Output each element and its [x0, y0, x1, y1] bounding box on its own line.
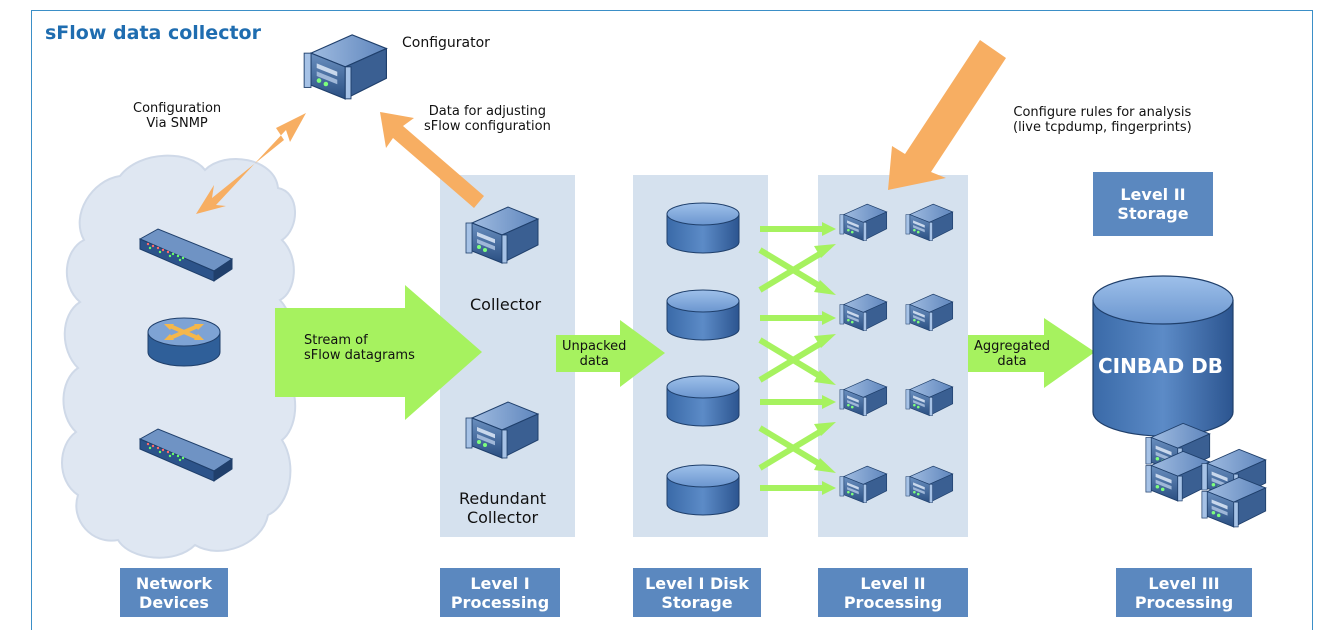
arrow-aggregated: [968, 318, 1095, 388]
disk-icon: [666, 375, 740, 427]
server-stack-icon: [1145, 422, 1267, 528]
arrow-adjust: [380, 112, 484, 208]
rules-annotation: Configure rules for analysis(live tcpdum…: [1013, 105, 1192, 135]
arrow-stream: [275, 285, 482, 420]
arrow-rules: [888, 40, 1006, 190]
cross-arrows: [758, 222, 836, 495]
disk-icon: [666, 289, 740, 341]
router-icon: [146, 316, 222, 368]
green-flow-arrows: [275, 285, 1095, 420]
diagram-title: sFlow data collector: [45, 22, 261, 44]
disk-icon: [666, 464, 740, 516]
database-label: CINBAD DB: [1098, 354, 1223, 378]
database-icon: [1092, 275, 1234, 437]
arrow-unpacked: [556, 320, 665, 387]
configurator-server-icon: [303, 34, 388, 100]
disk-icon: [666, 202, 740, 254]
diagram-frame: [31, 10, 1313, 630]
arrow-snmp: [196, 113, 306, 214]
orange-arrows: [196, 40, 1006, 214]
collector-label: Collector: [470, 295, 542, 314]
configurator-label: Configurator: [402, 35, 490, 51]
